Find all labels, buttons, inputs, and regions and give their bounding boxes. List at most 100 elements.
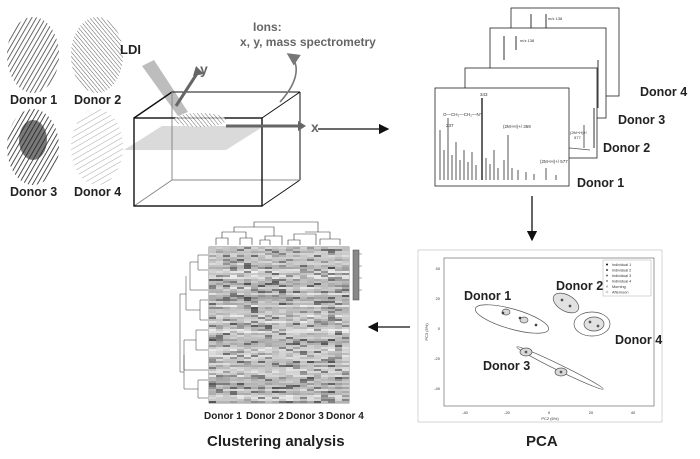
- heatmap-cell: [209, 285, 217, 288]
- heatmap-cell: [335, 365, 343, 368]
- heatmap-cell: [251, 329, 259, 332]
- heatmap-cell: [328, 263, 336, 266]
- y-tick-5: -40: [434, 386, 441, 391]
- heatmap-cell: [265, 251, 273, 254]
- heatmap-cell: [328, 333, 336, 336]
- heatmap-cell: [300, 265, 308, 268]
- heatmap-cell: [258, 383, 266, 386]
- heatmap-cell: [300, 391, 308, 394]
- heatmap-cell: [300, 345, 308, 348]
- heatmap-cell: [321, 315, 329, 318]
- heatmap-cell: [209, 251, 217, 254]
- heatmap-cell: [293, 261, 301, 264]
- heatmap-cell: [216, 269, 224, 272]
- heatmap-cell: [293, 337, 301, 340]
- heatmap-cell: [293, 371, 301, 374]
- heatmap-cell: [251, 323, 259, 326]
- heatmap-cell: [279, 363, 287, 366]
- heatmap-cell: [265, 375, 273, 378]
- heatmap-cell: [307, 247, 315, 250]
- heatmap-cell: [251, 261, 259, 264]
- heatmap-cell: [307, 385, 315, 388]
- heatmap-cell: [237, 389, 245, 392]
- heatmap-cell: [272, 391, 280, 394]
- heatmap-cell: [237, 313, 245, 316]
- heatmap-cell: [216, 401, 224, 404]
- heatmap-cell: [335, 291, 343, 294]
- heatmap-cell: [279, 249, 287, 252]
- heatmap-cell: [314, 257, 322, 260]
- heatmap-cell: [251, 283, 259, 286]
- heatmap-cell: [300, 357, 308, 360]
- heatmap-cell: [286, 343, 294, 346]
- heatmap-cell: [342, 289, 350, 292]
- heatmap-cell: [321, 291, 329, 294]
- heatmap-cell: [286, 355, 294, 358]
- heatmap-cell: [237, 277, 245, 280]
- heatmap-cell: [300, 263, 308, 266]
- heatmap-cell: [342, 337, 350, 340]
- heatmap-cell: [328, 261, 336, 264]
- heatmap-cell: [216, 251, 224, 254]
- heatmap-cell: [328, 255, 336, 258]
- heatmap-cell: [251, 247, 259, 250]
- heatmap-cell: [342, 329, 350, 332]
- heatmap-cell: [293, 389, 301, 392]
- heatmap-cell: [307, 381, 315, 384]
- heatmap-cell: [216, 257, 224, 260]
- heatmap-cell: [258, 261, 266, 264]
- heatmap-cell: [286, 363, 294, 366]
- heatmap-cell: [258, 325, 266, 328]
- heatmap-cell: [300, 351, 308, 354]
- heatmap-cell: [265, 305, 273, 308]
- heatmap-cell: [265, 269, 273, 272]
- heatmap-cell: [335, 295, 343, 298]
- heatmap-cell: [258, 287, 266, 290]
- heatmap-cell: [335, 321, 343, 324]
- heatmap-cell: [293, 307, 301, 310]
- heatmap-cell: [342, 375, 350, 378]
- heatmap-cell: [307, 355, 315, 358]
- heatmap-cell: [314, 301, 322, 304]
- heatmap-cell: [335, 289, 343, 292]
- heatmap-cell: [258, 249, 266, 252]
- heatmap-cell: [286, 379, 294, 382]
- heatmap-cell: [286, 301, 294, 304]
- heatmap-cell: [328, 313, 336, 316]
- heatmap-cell: [321, 313, 329, 316]
- heatmap-cell: [216, 327, 224, 330]
- heatmap-cell: [237, 293, 245, 296]
- heatmap-cell: [321, 369, 329, 372]
- heatmap-cell: [321, 285, 329, 288]
- heatmap-cell: [237, 339, 245, 342]
- heatmap-cell: [272, 249, 280, 252]
- pca-y-ticks: 40 20 0 -20 -40 PC3 (5%): [424, 266, 441, 391]
- heatmap-cell: [300, 267, 308, 270]
- heatmap-cell: [342, 383, 350, 386]
- heatmap-cell: [300, 339, 308, 342]
- heatmap-cell: [328, 365, 336, 368]
- heatmap-cell: [265, 307, 273, 310]
- heatmap-cell: [244, 279, 252, 282]
- heatmap-cell: [258, 353, 266, 356]
- heatmap-cell: [265, 287, 273, 290]
- heatmap-cell: [223, 317, 231, 320]
- heatmap-cell: [230, 273, 238, 276]
- heatmap-cell: [272, 371, 280, 374]
- heatmap-cell: [272, 351, 280, 354]
- heatmap-cell: [209, 369, 217, 372]
- heatmap-cell: [307, 331, 315, 334]
- heatmap-cell: [265, 345, 273, 348]
- heatmap-cell: [251, 339, 259, 342]
- heatmap-cell: [321, 353, 329, 356]
- heatmap-cell: [300, 399, 308, 402]
- heatmap-cell: [293, 309, 301, 312]
- heatmap-cell: [279, 283, 287, 286]
- heatmap-cell: [237, 259, 245, 262]
- heatmap-cell: [279, 335, 287, 338]
- heatmap-cell: [293, 365, 301, 368]
- heatmap-cell: [342, 269, 350, 272]
- heatmap-cell: [251, 311, 259, 314]
- heatmap-cell: [307, 393, 315, 396]
